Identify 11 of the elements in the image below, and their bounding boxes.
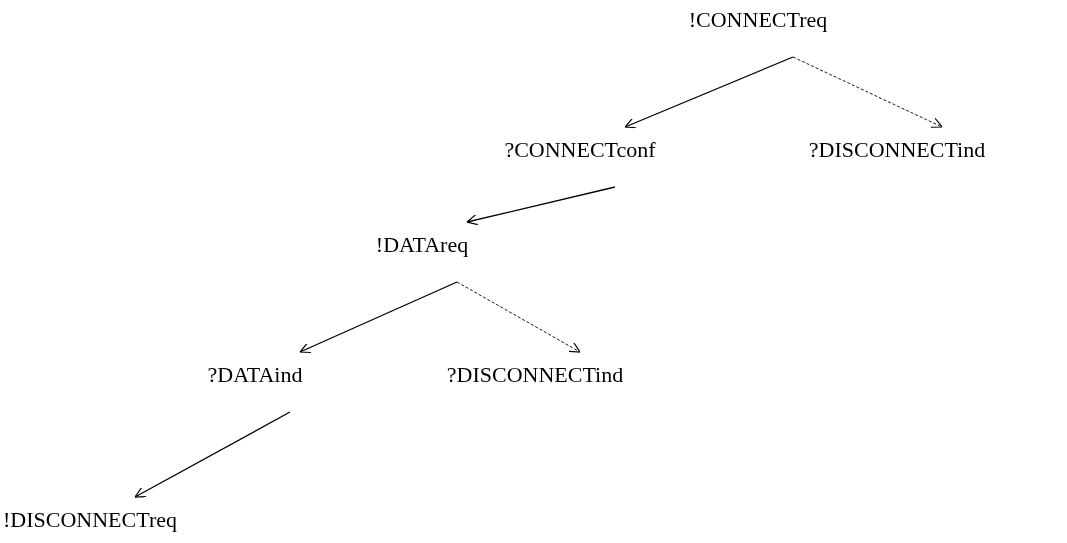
- event-label: ?DATAind: [207, 364, 303, 386]
- event-label: ?DISCONNECTind: [446, 364, 624, 386]
- arrow: [624, 56, 794, 129]
- event-label: !CONNECTreq: [688, 9, 828, 31]
- event-label: ?DISCONNECTind: [808, 139, 986, 161]
- event-label: ?CONNECTconf: [504, 139, 656, 161]
- event-label: !DISCONNECTreq: [3, 509, 177, 531]
- arrow: [134, 411, 291, 498]
- event-label: !DATAreq: [375, 234, 469, 256]
- arrow: [299, 281, 458, 354]
- arrow: [466, 186, 616, 226]
